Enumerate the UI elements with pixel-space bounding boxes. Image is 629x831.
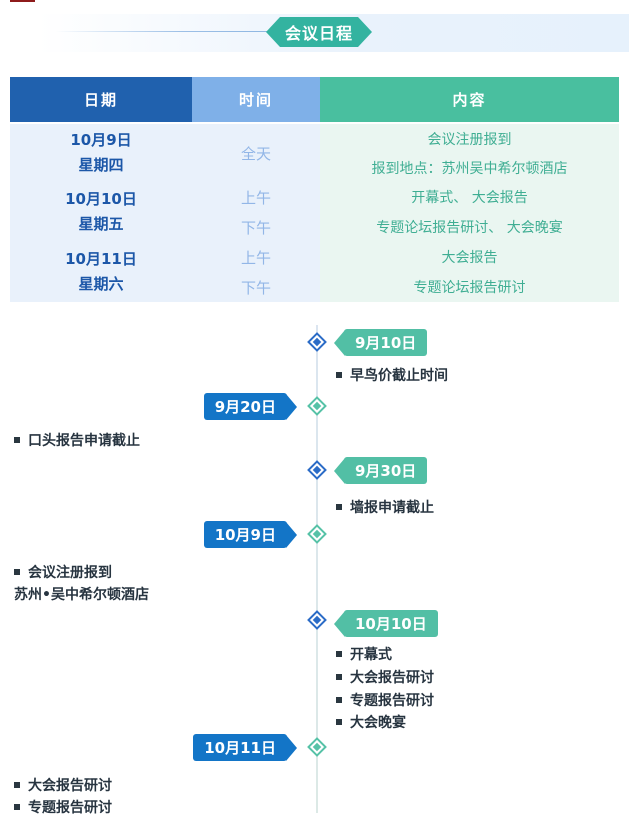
timeline-item: 口头报告申请截止 bbox=[14, 430, 140, 450]
time-cell: 全天 bbox=[192, 124, 320, 182]
timeline-diamond-icon bbox=[307, 332, 327, 352]
content-line: 会议注册报到 bbox=[427, 131, 512, 148]
bullet-square-icon bbox=[336, 719, 342, 725]
timeline-item-text: 大会晚宴 bbox=[350, 715, 406, 731]
top-accent-bar bbox=[10, 0, 35, 2]
bullet-square-icon bbox=[336, 674, 342, 680]
time-slot: 上午 bbox=[240, 188, 271, 207]
bullet-square-icon bbox=[14, 569, 20, 575]
time-cell: 上午 下午 bbox=[192, 242, 320, 302]
date-text: 10月11日 bbox=[65, 250, 137, 268]
timeline-diamond-icon bbox=[307, 610, 327, 630]
time-slot: 下午 bbox=[240, 218, 271, 237]
bullet-square-icon bbox=[14, 437, 20, 443]
timeline-item-text: 专题报告研讨 bbox=[28, 800, 112, 816]
content-line: 报到地点：苏州吴中希尔顿酒店 bbox=[371, 160, 568, 177]
table-row: 10月9日 星期四 全天 会议注册报到 报到地点：苏州吴中希尔顿酒店 bbox=[10, 124, 619, 182]
content-line: 大会报告 bbox=[441, 250, 498, 266]
time-slot: 上午 bbox=[240, 248, 271, 267]
timeline-item-text: 墙报申请截止 bbox=[350, 500, 434, 516]
banner-connector-line bbox=[55, 31, 267, 32]
table-header-row: 日期 时间 内容 bbox=[10, 77, 619, 122]
timeline-item: 墙报申请截止 bbox=[336, 497, 434, 517]
timeline-item: 大会报告研讨 bbox=[14, 775, 112, 795]
timeline-item: 苏州•吴中希尔顿酒店 bbox=[14, 584, 149, 604]
content-cell: 会议注册报到 报到地点：苏州吴中希尔顿酒店 bbox=[320, 124, 619, 182]
timeline-item: 专题报告研讨 bbox=[14, 797, 112, 817]
timeline-date-badge: 10月11日 bbox=[193, 734, 297, 761]
timeline-diamond-icon bbox=[307, 524, 327, 544]
content-cell: 大会报告 专题论坛报告研讨 bbox=[320, 242, 619, 302]
bullet-square-icon bbox=[336, 651, 342, 657]
header-cell-date: 日期 bbox=[10, 77, 192, 122]
timeline-date-badge: 9月20日 bbox=[203, 393, 298, 420]
bullet-square-icon bbox=[14, 782, 20, 788]
timeline-item: 大会报告研讨 bbox=[336, 667, 434, 687]
date-text: 10月9日 bbox=[70, 131, 132, 149]
timeline-item-text: 开幕式 bbox=[350, 647, 392, 663]
weekday-text: 星期四 bbox=[78, 156, 124, 174]
timeline-item: 会议注册报到 bbox=[14, 562, 112, 582]
header-cell-content: 内容 bbox=[320, 77, 619, 122]
time-slot: 下午 bbox=[240, 278, 271, 297]
content-line: 专题论坛报告研讨、 大会晚宴 bbox=[376, 220, 563, 236]
timeline-item: 早鸟价截止时间 bbox=[336, 365, 448, 385]
table-body: 10月9日 星期四 全天 会议注册报到 报到地点：苏州吴中希尔顿酒店 10月10… bbox=[10, 122, 619, 302]
weekday-text: 星期五 bbox=[78, 215, 124, 233]
timeline-item-text: 早鸟价截止时间 bbox=[350, 368, 448, 384]
timeline-item-text: 专题报告研讨 bbox=[350, 693, 434, 709]
timeline-item-text: 会议注册报到 bbox=[28, 565, 112, 581]
timeline-item-text: 大会报告研讨 bbox=[350, 670, 434, 686]
content-line: 开幕式、 大会报告 bbox=[411, 190, 528, 206]
timeline-item: 大会晚宴 bbox=[336, 712, 406, 732]
bullet-square-icon bbox=[336, 504, 342, 510]
content-cell: 开幕式、 大会报告 专题论坛报告研讨、 大会晚宴 bbox=[320, 182, 619, 242]
time-slot: 全天 bbox=[240, 144, 271, 163]
timeline-item-text: 口头报告申请截止 bbox=[28, 433, 140, 449]
bullet-square-icon bbox=[336, 697, 342, 703]
schedule-table: 日期 时间 内容 10月9日 星期四 全天 会议注册报到 报到地点：苏州吴中希尔… bbox=[10, 77, 619, 302]
weekday-text: 星期六 bbox=[78, 275, 124, 293]
time-cell: 上午 下午 bbox=[192, 182, 320, 242]
timeline-axis-line bbox=[316, 325, 318, 813]
date-text: 10月10日 bbox=[65, 190, 137, 208]
timeline-date-badge: 10月9日 bbox=[203, 521, 298, 548]
timeline-date-badge: 9月10日 bbox=[333, 329, 428, 356]
page-title-badge: 会议日程 bbox=[266, 17, 372, 47]
timeline-item-text: 苏州•吴中希尔顿酒店 bbox=[14, 587, 149, 603]
timeline-diamond-icon bbox=[307, 460, 327, 480]
table-row: 10月11日 星期六 上午 下午 大会报告 专题论坛报告研讨 bbox=[10, 242, 619, 302]
timeline-diamond-icon bbox=[307, 396, 327, 416]
timeline-diamond-icon bbox=[307, 737, 327, 757]
timeline-item: 开幕式 bbox=[336, 644, 392, 664]
header-cell-time: 时间 bbox=[192, 77, 320, 122]
content-line: 专题论坛报告研讨 bbox=[413, 280, 526, 296]
timeline-item-text: 大会报告研讨 bbox=[28, 778, 112, 794]
date-cell: 10月10日 星期五 bbox=[10, 182, 192, 242]
timeline-date-badge: 10月10日 bbox=[334, 610, 438, 637]
date-cell: 10月11日 星期六 bbox=[10, 242, 192, 302]
bullet-square-icon bbox=[14, 804, 20, 810]
bullet-square-icon bbox=[336, 372, 342, 378]
timeline-date-badge: 9月30日 bbox=[333, 457, 428, 484]
table-row: 10月10日 星期五 上午 下午 开幕式、 大会报告 专题论坛报告研讨、 大会晚… bbox=[10, 182, 619, 242]
timeline-item: 专题报告研讨 bbox=[336, 690, 434, 710]
date-cell: 10月9日 星期四 bbox=[10, 124, 192, 182]
